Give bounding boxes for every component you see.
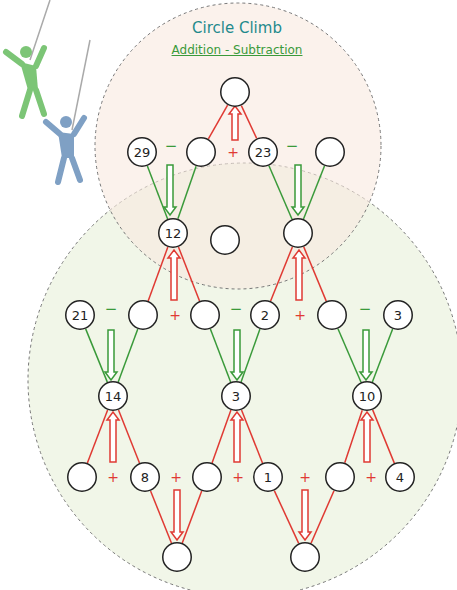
number-circle: 12: [158, 218, 188, 248]
diagram-title: Circle Climb: [192, 19, 282, 37]
climber-icons: [6, 0, 90, 182]
circle-number: 1: [264, 471, 272, 484]
connector-line: [345, 410, 363, 463]
operator-sign: −: [286, 139, 299, 154]
circle-outline: [190, 300, 220, 330]
circle-number: 14: [105, 390, 122, 403]
circle-number: 23: [255, 146, 272, 159]
red-arrows: [107, 106, 373, 540]
number-circle: [290, 542, 320, 572]
operator-sign: +: [227, 145, 239, 159]
operator-sign: +: [365, 470, 377, 484]
connector-line: [372, 329, 392, 382]
circle-outline: [315, 137, 345, 167]
number-circle: [162, 542, 192, 572]
circle-number: 3: [394, 309, 402, 322]
number-circle: 23: [248, 137, 278, 167]
circle-outline: [186, 137, 216, 167]
connector-line: [210, 329, 230, 382]
connector-line: [241, 329, 260, 382]
circle-number: 8: [141, 471, 149, 484]
circle-outline: [317, 300, 347, 330]
circle-number: 12: [165, 227, 182, 240]
circle-outline: [192, 462, 222, 492]
circle-number: 3: [232, 390, 240, 403]
green-arrows: [105, 165, 372, 380]
circle-number: 21: [72, 309, 89, 322]
number-circle: [220, 77, 250, 107]
connector-line: [208, 105, 227, 139]
connector-line: [119, 410, 140, 463]
operator-sign: +: [232, 470, 244, 484]
circle-number: 2: [261, 309, 269, 322]
number-circle: [325, 462, 355, 492]
number-circle: 14: [98, 381, 128, 411]
circle-outline: [210, 225, 240, 255]
number-circle: [67, 462, 97, 492]
connector-line: [118, 329, 138, 382]
circle-outline: [162, 542, 192, 572]
operator-sign: −: [359, 302, 372, 317]
number-circle: [192, 462, 222, 492]
connector-line: [178, 247, 199, 301]
upper-region: [95, 3, 381, 289]
number-circle: [315, 137, 345, 167]
connector-line: [271, 247, 293, 301]
connector-line: [151, 491, 172, 543]
circle-outline: [325, 462, 355, 492]
circle-number: 4: [396, 471, 404, 484]
number-circle: [283, 218, 313, 248]
operator-sign: −: [105, 302, 118, 317]
number-circle: 4: [385, 462, 415, 492]
connector-line: [304, 166, 325, 219]
operator-sign: +: [169, 308, 181, 322]
number-circle: 29: [127, 137, 157, 167]
connector-line: [269, 166, 292, 219]
number-circle: [186, 137, 216, 167]
number-circle: 1: [253, 462, 283, 492]
number-circle: 3: [221, 381, 251, 411]
connector-line: [373, 410, 395, 463]
operator-sign: −: [165, 139, 178, 154]
circle-outline: [290, 542, 320, 572]
connector-line: [86, 329, 108, 382]
circle-outline: [128, 300, 158, 330]
operator-sign: +: [299, 470, 311, 484]
circle-outline: [220, 77, 250, 107]
operator-sign: +: [294, 308, 306, 322]
circle-outline: [67, 462, 97, 492]
number-circle: [210, 225, 240, 255]
number-circle: 8: [130, 462, 160, 492]
operator-sign: +: [170, 470, 182, 484]
number-circle: 3: [383, 300, 413, 330]
connector-line: [241, 106, 256, 139]
subtitle: Addition - Subtraction: [172, 44, 303, 56]
connector-line: [338, 329, 361, 382]
circle-number: 29: [134, 146, 151, 159]
operator-sign: +: [107, 470, 119, 484]
circle-number: 10: [359, 390, 376, 403]
connector-line: [242, 410, 263, 463]
connector-line: [182, 491, 201, 543]
connector-line: [178, 166, 196, 219]
connector-line: [147, 166, 167, 219]
connector-line: [212, 410, 231, 463]
connector-line: [148, 247, 168, 301]
connector-line: [87, 410, 107, 463]
number-circle: [190, 300, 220, 330]
number-circle: 2: [250, 300, 280, 330]
number-circle: 21: [65, 300, 95, 330]
circle-outline: [283, 218, 313, 248]
number-circle: [317, 300, 347, 330]
number-circle: [128, 300, 158, 330]
connector-line: [274, 491, 298, 544]
operator-sign: −: [230, 302, 243, 317]
connector-line: [304, 247, 327, 301]
number-circle: 10: [352, 381, 382, 411]
connector-line: [311, 491, 334, 544]
